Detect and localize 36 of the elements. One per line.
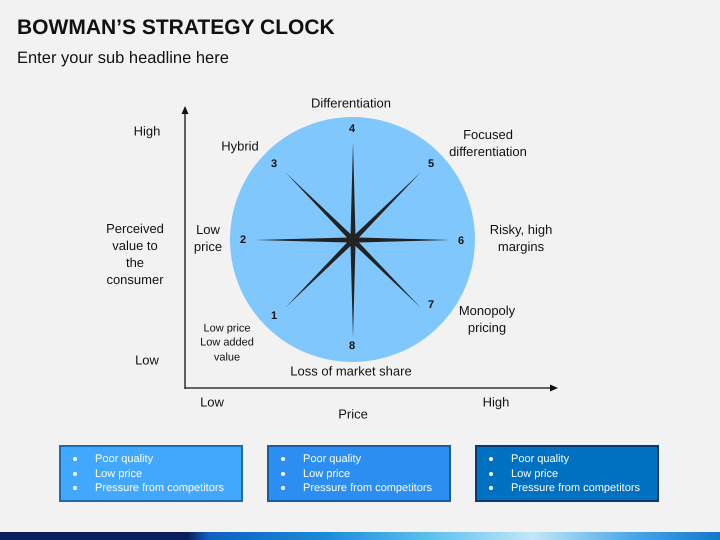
strategy-label: Monopoly pricing	[458, 303, 516, 337]
info-box	[59, 445, 243, 502]
clock-number: 3	[270, 158, 278, 170]
strategy-label: Focused differentiation	[448, 127, 528, 161]
bullet-item: Low price	[71, 466, 142, 481]
title: BOWMAN’S STRATEGY CLOCK	[17, 16, 335, 40]
bullet-item: Low price	[279, 466, 350, 481]
bullet-item: Pressure from competitors	[71, 481, 224, 496]
strategy-label: Loss of market share	[290, 364, 412, 380]
strategy-label: Low price Low added value	[199, 322, 255, 364]
clock-number: 5	[428, 158, 434, 170]
axis-label: Low	[135, 352, 159, 370]
clock-number: 6	[458, 234, 464, 248]
strategy-label: Risky, high margins	[488, 222, 554, 256]
info-box	[475, 445, 659, 502]
axis-label: High	[134, 124, 160, 140]
subtitle: Enter your sub headline here	[17, 49, 229, 69]
axis-label: Price	[338, 406, 368, 424]
strategy-label: Low price	[192, 222, 224, 256]
axis-label: Low	[200, 394, 224, 412]
bullet-item: Poor quality	[487, 452, 570, 466]
strategy-label: Differentiation	[311, 96, 391, 112]
bullet-item: Low price	[487, 466, 558, 481]
clock-number: 4	[348, 122, 356, 136]
bullet-item: Poor quality	[71, 452, 154, 466]
clock-number: 2	[240, 234, 246, 246]
clock-number: 1	[270, 310, 278, 322]
clock-number: 7	[428, 298, 434, 312]
bullet-item: Pressure from competitors	[279, 481, 432, 496]
strategy-label: Hybrid	[221, 138, 259, 156]
axis-label: High	[482, 394, 510, 412]
info-box	[267, 445, 451, 502]
clock-number: 8	[348, 340, 356, 352]
bullet-item: Pressure from competitors	[487, 481, 640, 496]
bullet-item: Poor quality	[279, 452, 362, 466]
axis-label: Perceived value to the consumer	[105, 221, 165, 289]
